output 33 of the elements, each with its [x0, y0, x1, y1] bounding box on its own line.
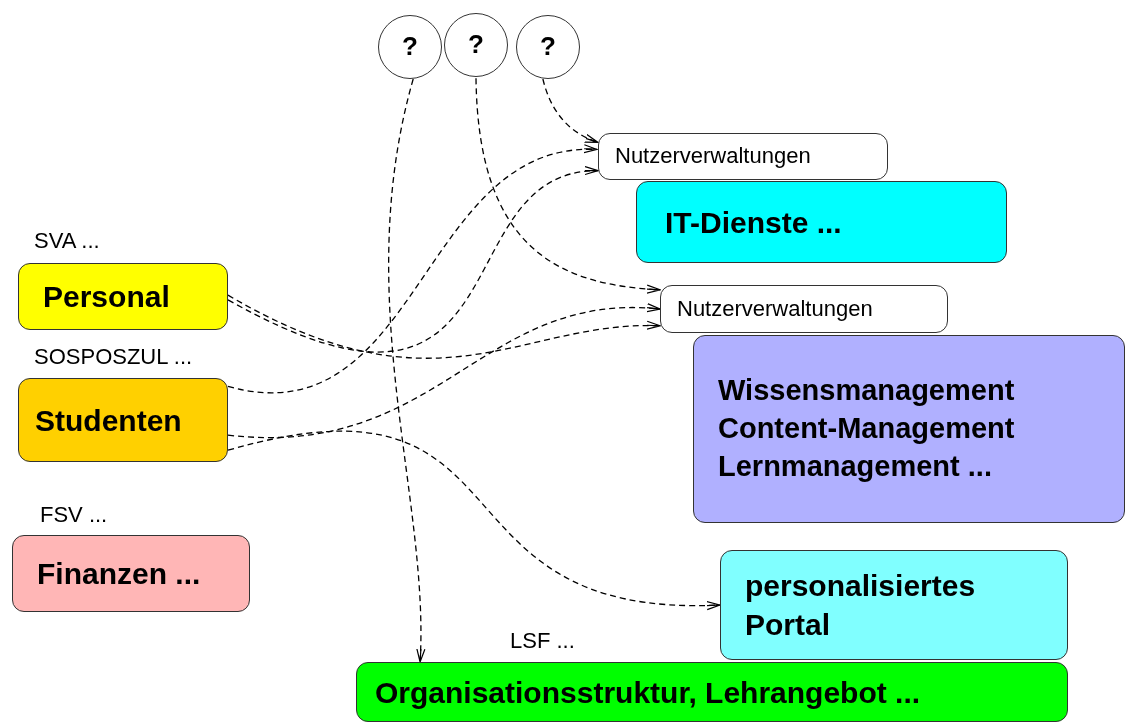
- system-box: [18, 263, 228, 330]
- dashed-arrow: [227, 430, 721, 610]
- dashed-arrow: [227, 146, 598, 394]
- node-label: Organisationsstruktur, Lehrangebot ...: [375, 674, 921, 711]
- dashed-arrow: [227, 304, 661, 439]
- node-label: Finanzen ...: [37, 556, 201, 592]
- dashed-arrow: [227, 168, 599, 352]
- service-box: [720, 550, 1068, 660]
- system-name: LSF ...: [510, 628, 575, 654]
- label-box: [660, 285, 948, 333]
- system-name: FSV ...: [40, 502, 108, 528]
- node-label: Nutzerverwaltungen: [615, 142, 811, 171]
- system-box: [18, 378, 228, 462]
- question-mark: ?: [468, 28, 484, 62]
- system-box: [12, 535, 250, 612]
- node-label: IT-Dienste ...: [665, 204, 842, 241]
- service-box: [636, 181, 1007, 263]
- question-mark: ?: [540, 30, 556, 64]
- system-name: SOSPOSZUL ...: [34, 344, 193, 370]
- dashed-arrow: [542, 78, 599, 144]
- system-name: SVA ...: [34, 228, 100, 254]
- node-label: Personal: [43, 279, 170, 315]
- node-label: Nutzerverwaltungen: [677, 294, 873, 323]
- system-box: [356, 662, 1068, 722]
- dashed-arrow: [475, 77, 661, 294]
- node-label: Wissensmanagement Content-Management Lernmanagement ...: [718, 373, 1016, 484]
- dashed-arrow: [388, 78, 425, 663]
- question-mark: ?: [402, 30, 418, 64]
- dashed-arrow: [227, 294, 661, 359]
- node-label: Studenten: [35, 402, 182, 439]
- label-box: [598, 133, 888, 180]
- node-label: personalisiertes Portal: [745, 568, 977, 643]
- service-box: [693, 335, 1125, 523]
